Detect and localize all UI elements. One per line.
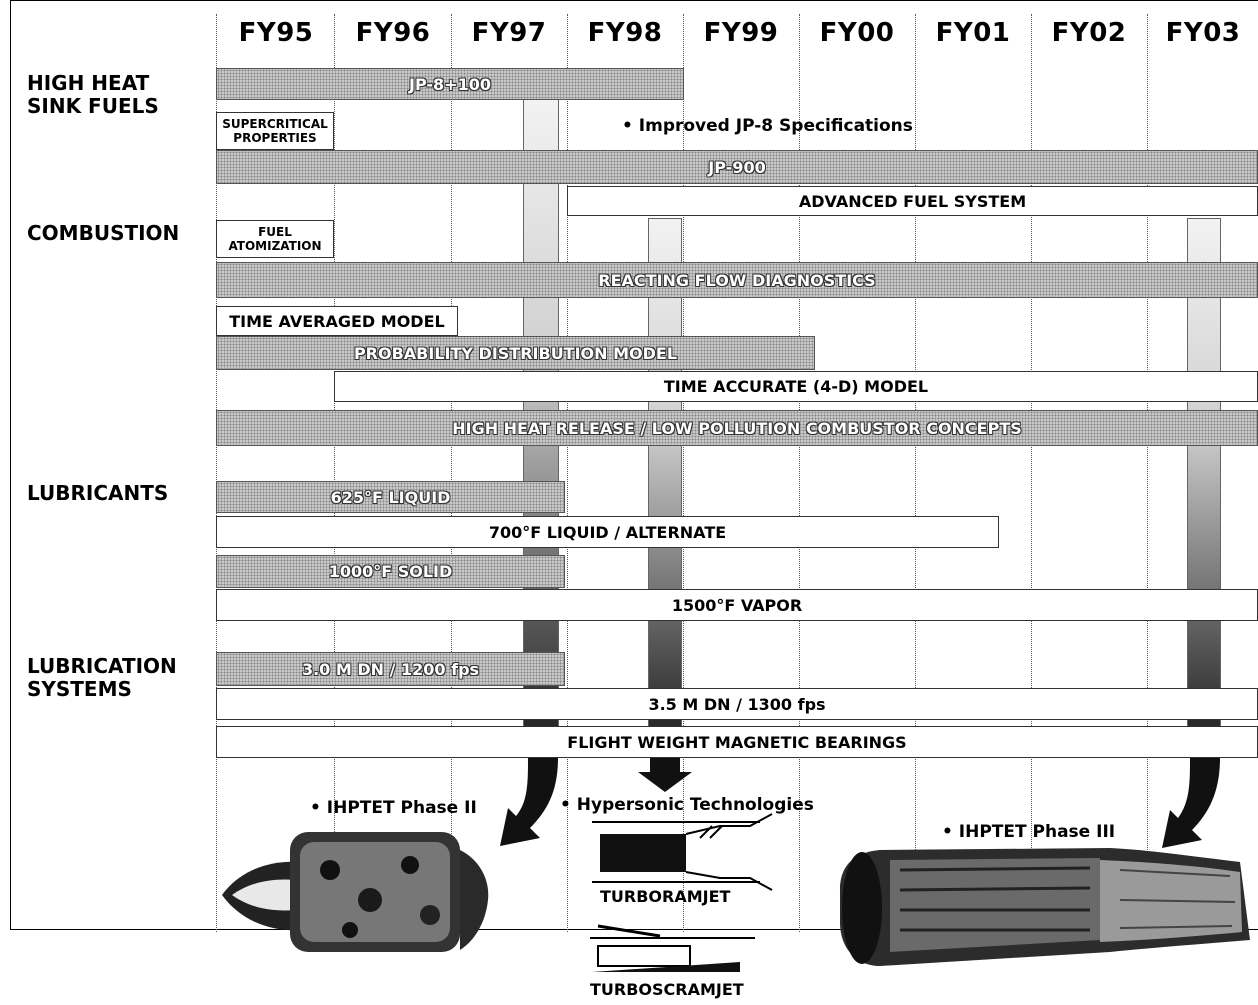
ihptet-phase2-engine-illustration: [222, 832, 489, 952]
bar-1000f-solid: 1000°F SOLID: [216, 555, 565, 588]
label-turboramjet: TURBORAMJET: [600, 887, 731, 906]
year-divider: [683, 14, 684, 932]
bar-high-heat-release: HIGH HEAT RELEASE / LOW POLLUTION COMBUS…: [216, 410, 1258, 446]
bar-supercritical-properties: SUPERCRITICAL PROPERTIES: [216, 112, 334, 150]
year-fy00: FY00: [819, 18, 895, 48]
bar-reacting-flow-diagnostics: REACTING FLOW DIAGNOSTICS: [216, 262, 1258, 298]
transition-column-fy03: [1187, 218, 1221, 738]
note-hypersonic-technologies: • Hypersonic Technologies: [560, 795, 814, 815]
turboramjet-diagram: [592, 813, 773, 891]
category-lubricants: LUBRICANTS: [27, 481, 169, 505]
year-divider: [1031, 14, 1032, 932]
note-improved-jp8: • Improved JP-8 Specifications: [622, 116, 913, 136]
label-turboscramjet: TURBOSCRAMJET: [590, 980, 744, 999]
note-ihptet-phase2: • IHPTET Phase II: [310, 798, 477, 818]
year-fy98: FY98: [587, 18, 663, 48]
turboscramjet-diagram: [590, 924, 755, 972]
bar-time-averaged-model: TIME AVERAGED MODEL: [216, 306, 458, 336]
chart-frame: [10, 0, 1258, 930]
arrow-to-hypersonic: [638, 758, 692, 792]
bar-flight-weight-magnetic-bearings: FLIGHT WEIGHT MAGNETIC BEARINGS: [216, 726, 1258, 758]
year-divider: [1147, 14, 1148, 932]
year-fy01: FY01: [935, 18, 1011, 48]
arrow-to-ihptet-phase3: [1162, 758, 1220, 848]
note-ihptet-phase3: • IHPTET Phase III: [942, 822, 1116, 842]
year-fy96: FY96: [355, 18, 431, 48]
bar-700f-liquid: 700°F LIQUID / ALTERNATE: [216, 516, 999, 548]
arrow-to-ihptet-phase2: [500, 758, 558, 846]
year-fy03: FY03: [1165, 18, 1241, 48]
year-fy95: FY95: [238, 18, 314, 48]
year-fy97: FY97: [471, 18, 547, 48]
transition-column-fy98: [648, 218, 682, 738]
year-divider: [216, 14, 217, 932]
bar-advanced-fuel-system: ADVANCED FUEL SYSTEM: [567, 186, 1258, 216]
category-combustion: COMBUSTION: [27, 221, 180, 245]
category-high-heat-sink-fuels: HIGH HEAT SINK FUELS: [27, 71, 159, 118]
year-fy99: FY99: [703, 18, 779, 48]
bar-jp8-100: JP-8+100: [216, 68, 684, 100]
year-fy02: FY02: [1051, 18, 1127, 48]
bar-3-5-m-dn: 3.5 M DN / 1300 fps: [216, 688, 1258, 720]
bar-time-accurate-model: TIME ACCURATE (4-D) MODEL: [334, 371, 1258, 402]
ihptet-phase3-engine-illustration: [840, 848, 1250, 966]
year-divider: [799, 14, 800, 932]
year-divider: [915, 14, 916, 932]
year-divider: [334, 14, 335, 932]
category-lubrication-systems: LUBRICATION SYSTEMS: [27, 654, 177, 701]
bar-jp900: JP-900: [216, 150, 1258, 184]
bar-probability-distribution-model: PROBABILITY DISTRIBUTION MODEL: [216, 336, 815, 370]
bar-fuel-atomization: FUEL ATOMIZATION: [216, 220, 334, 258]
bar-625f-liquid: 625°F LIQUID: [216, 481, 565, 513]
year-divider: [451, 14, 452, 932]
bar-1500f-vapor: 1500°F VAPOR: [216, 589, 1258, 621]
bar-3-0-m-dn: 3.0 M DN / 1200 fps: [216, 652, 565, 686]
year-divider: [567, 14, 568, 932]
